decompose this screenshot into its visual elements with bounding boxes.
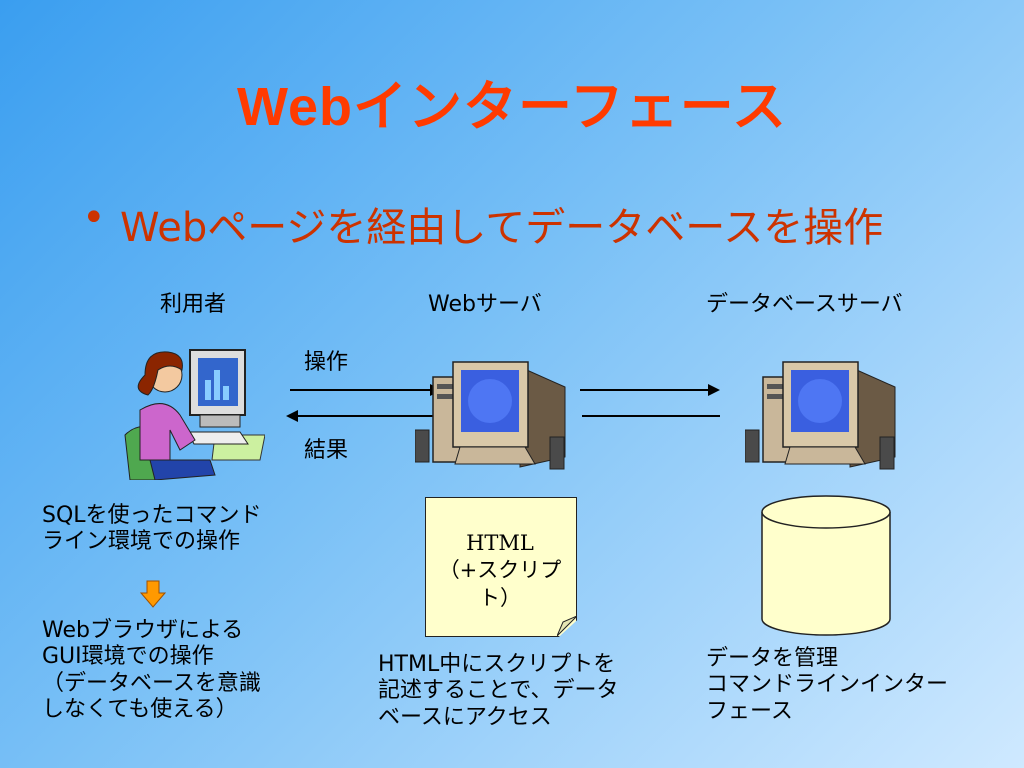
label-operation: 操作 (304, 350, 349, 375)
right-line-2: コマンドラインインター (706, 672, 949, 698)
right-line-1: データを管理 (706, 646, 839, 671)
center-line-3: ベースにアクセス (378, 704, 552, 730)
note-line-2: （+スクリプト） (438, 558, 562, 610)
label-user: 利用者 (160, 292, 227, 317)
slide-title: Webインターフェース (236, 77, 788, 137)
center-line-2: 記述することで、データ (378, 678, 619, 704)
center-caption: HTML中にスクリプトを 記述することで、データ ベースにアクセス (378, 652, 618, 731)
web-server-computer-icon (415, 361, 566, 470)
web-line-4: しなくても使える） (42, 697, 238, 723)
sql-line-1: SQLを使ったコマンド (42, 503, 262, 528)
web-line-2: GUI環境での操作 (42, 644, 214, 670)
web-line-1: Webブラウザによる (42, 618, 244, 643)
center-line-1: HTML中にスクリプトを (378, 652, 616, 677)
label-db-server: データベースサーバ (706, 292, 903, 317)
bullet-text: Webページを経由してデータベースを操作 (120, 205, 884, 251)
label-result: 結果 (304, 438, 349, 463)
right-caption: データを管理 コマンドラインインター フェース (706, 646, 948, 725)
bullet-dot: • (82, 195, 106, 241)
label-web-server: Webサーバ (428, 292, 542, 317)
db-server-computer-icon (745, 361, 896, 470)
web-line-3: （データベースを意識 (42, 670, 261, 696)
web-gui-note: Webブラウザによる GUI環境での操作 （データベースを意識 しなくても使える… (42, 618, 261, 724)
database-cylinder-icon (761, 495, 891, 636)
note-line-1: HTML (466, 531, 534, 555)
sql-cli-note: SQLを使ったコマンド ライン環境での操作 (42, 503, 262, 556)
html-note-card (425, 497, 577, 637)
arrow-down-icon (140, 580, 166, 608)
note-fold (557, 616, 577, 636)
user-at-computer-icon (124, 349, 265, 480)
right-line-3: フェース (706, 698, 793, 724)
note-card-text: HTML （+スクリプト） (425, 530, 575, 612)
sql-line-2: ライン環境での操作 (42, 529, 241, 555)
